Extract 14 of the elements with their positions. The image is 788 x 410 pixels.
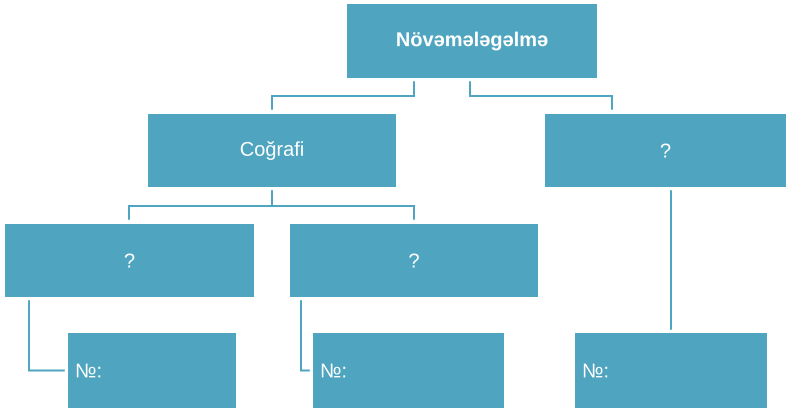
category-box: №: [68, 333, 236, 408]
category-box: №: [313, 333, 504, 408]
category-box: Növəmələgəlmə [347, 4, 597, 78]
category-box: ? [290, 224, 538, 297]
connector-line [271, 81, 415, 110]
category-box: ? [545, 114, 786, 187]
connector-line [271, 190, 415, 220]
connector-line [28, 300, 65, 372]
category-box: ? [5, 224, 254, 297]
connector-line [469, 81, 613, 110]
category-box: Coğrafi [148, 114, 396, 187]
connector-line [670, 190, 672, 330]
connector-line [300, 300, 310, 372]
category-box: №: [575, 333, 767, 408]
